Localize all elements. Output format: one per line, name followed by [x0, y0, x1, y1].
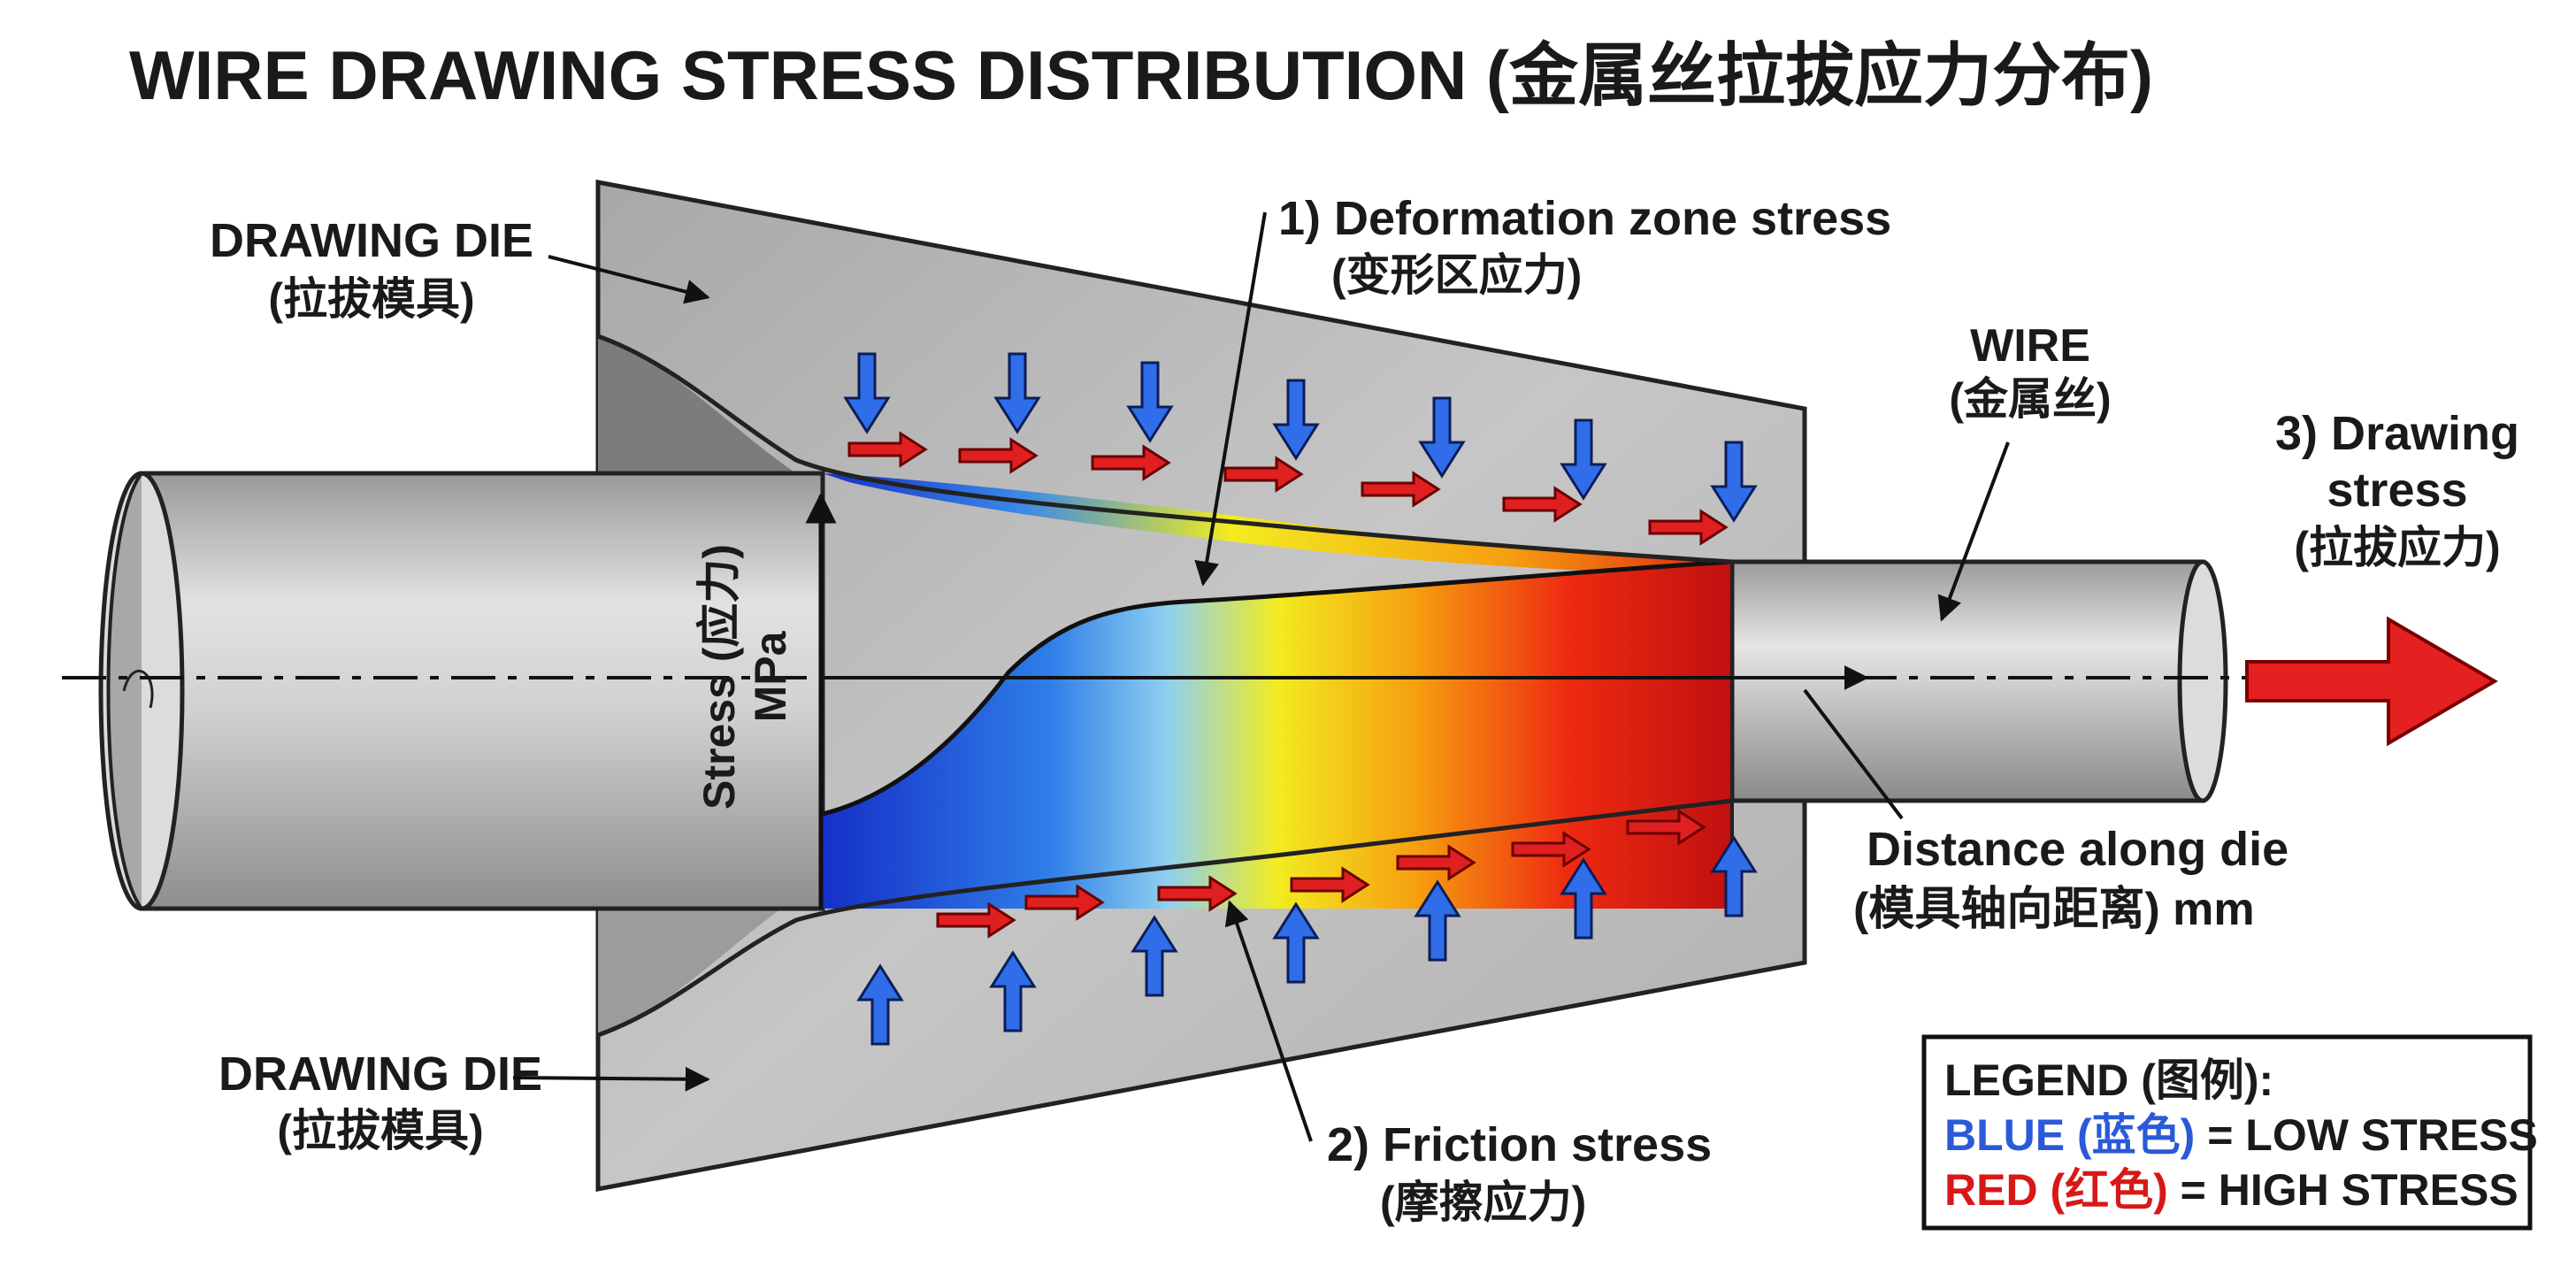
red-arrow [1648, 509, 1729, 546]
red-arrow [1361, 471, 1441, 508]
red-arrow [847, 431, 928, 468]
drawing-stress-label-3: (拉拔应力) [2294, 523, 2500, 572]
red-arrow [1290, 866, 1370, 903]
deformation-label-en: 1) Deformation zone stress [1278, 192, 1891, 245]
blue-arrow-down [993, 352, 1041, 434]
friction-label-en: 2) Friction stress [1327, 1118, 1712, 1171]
x-axis-label-en: Distance along die [1867, 823, 2288, 876]
red-arrow [1223, 456, 1304, 493]
blue-arrow-up [1560, 857, 1607, 940]
normal-stress-arrows-top [843, 352, 1758, 523]
red-arrow [1157, 875, 1238, 912]
die-entry-shadow-top [598, 336, 796, 473]
drawing-stress-label-2: stress [2327, 464, 2467, 517]
x-axis-label-cn: (模具轴向距离) mm [1853, 884, 2255, 935]
stress-curve-area [823, 562, 1732, 909]
red-arrow [1396, 844, 1476, 881]
drawing-force-arrow [2245, 616, 2498, 747]
svg-text:MPa: MPa [746, 630, 795, 722]
deformation-label-cn: (变形区应力) [1331, 250, 1582, 300]
red-arrow [1091, 444, 1171, 481]
wire-label-cn: (金属丝) [1949, 374, 2111, 424]
red-arrow [936, 902, 1016, 939]
y-axis-label: Stress (应力) MPa [694, 544, 795, 810]
red-arrow [1502, 486, 1583, 523]
blue-arrow-up [1414, 879, 1461, 962]
blue-arrow-up [856, 963, 904, 1046]
red-arrow [1024, 884, 1105, 921]
die-entry-shadow-bottom [598, 898, 796, 1035]
friction-label-cn: (摩擦应力) [1380, 1178, 1586, 1227]
stress-curve [822, 559, 1733, 817]
friction-arrows-top [847, 431, 1729, 546]
die-bottom-label-en: DRAWING DIE [218, 1048, 542, 1101]
blue-arrow-down [1418, 396, 1466, 479]
red-arrow [1626, 809, 1706, 846]
blue-arrow-up [1131, 915, 1178, 997]
blue-arrow-down [1710, 441, 1758, 523]
red-arrow [958, 437, 1039, 474]
die-top-label-cn: (拉拔模具) [268, 274, 474, 324]
wire-outgoing [1729, 559, 2205, 803]
normal-stress-arrows-bottom [856, 835, 1758, 1046]
blue-arrow-up [989, 950, 1037, 1032]
blue-arrow-up [1272, 902, 1320, 984]
legend-red-row: RED (红色) = HIGH STRESS [1944, 1165, 2518, 1215]
legend: LEGEND (图例): BLUE (蓝色) = LOW STRESS RED … [1921, 1034, 2538, 1231]
blue-arrow-down [1560, 418, 1607, 501]
legend-title: LEGEND (图例): [1944, 1055, 2273, 1105]
red-arrow [1511, 831, 1591, 868]
blue-arrow-up [1710, 835, 1758, 917]
die-wall-bottom [597, 798, 1733, 1038]
wire-label-en: WIRE [1970, 320, 2090, 372]
die-wall-top [597, 334, 1733, 564]
blue-arrow-down [843, 352, 891, 434]
blue-arrow-down [1126, 361, 1174, 443]
die-bottom-label-cn: (拉拔模具) [277, 1106, 483, 1155]
drawing-stress-label-1: 3) Drawing [2275, 407, 2519, 460]
legend-blue-row: BLUE (蓝色) = LOW STRESS [1944, 1110, 2538, 1160]
wire-outgoing-end [2177, 559, 2228, 803]
page-title: WIRE DRAWING STRESS DISTRIBUTION (金属丝拉拔应… [129, 36, 2153, 114]
friction-arrows-bottom [936, 809, 1706, 939]
svg-text:Stress (应力): Stress (应力) [694, 544, 744, 810]
die-top-label-en: DRAWING DIE [210, 214, 533, 267]
blue-arrow-down [1272, 379, 1320, 461]
